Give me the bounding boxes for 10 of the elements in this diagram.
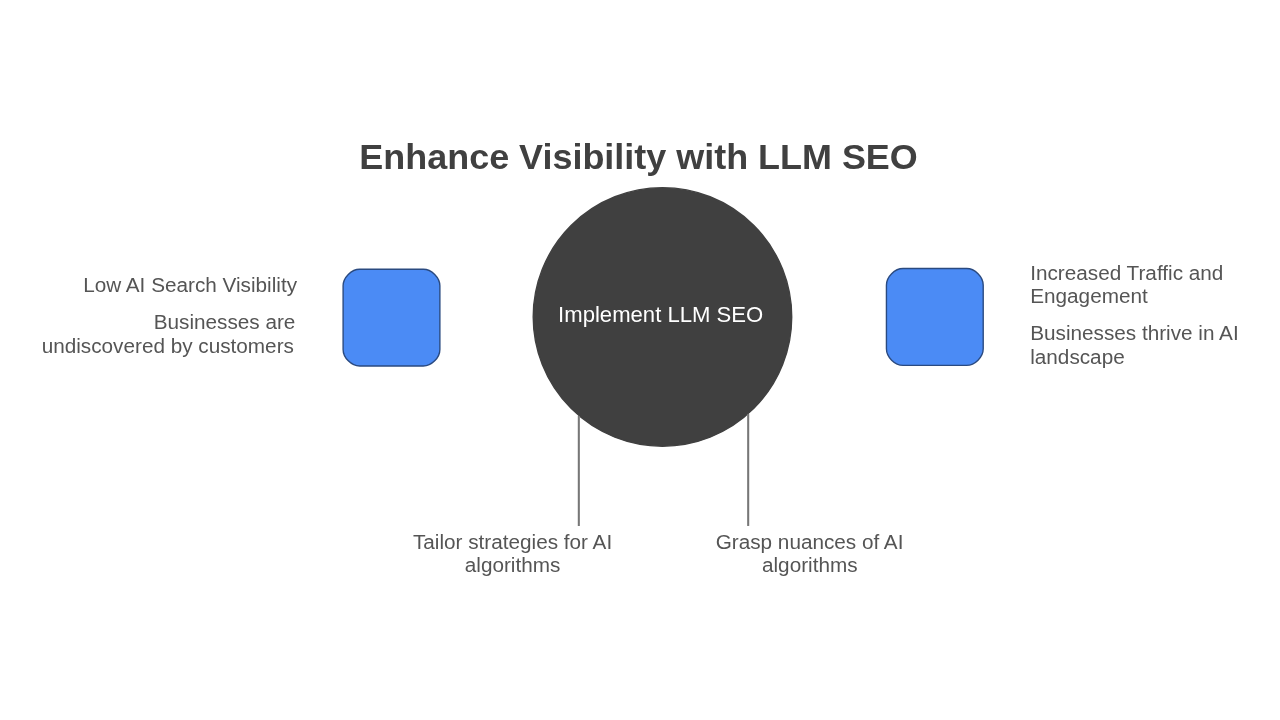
connector [747,413,750,526]
node-circle: Implement LLM SEO [532,186,793,447]
node-text: Tailor strategies for AI algorithms [412,529,613,576]
node-label: Businesses are undiscovered by customers [41,309,296,357]
node-label: Low AI Search Visibility [83,272,298,296]
diagram-title: Enhance Visibility with LLM SEO [359,135,918,177]
node-text: Grasp nuances of AI algorithms [715,529,904,576]
node-label: Increased Traffic and Engagement [1030,260,1224,307]
node-label: Businesses thrive in AI landscape [1030,320,1239,368]
connector [577,415,580,526]
